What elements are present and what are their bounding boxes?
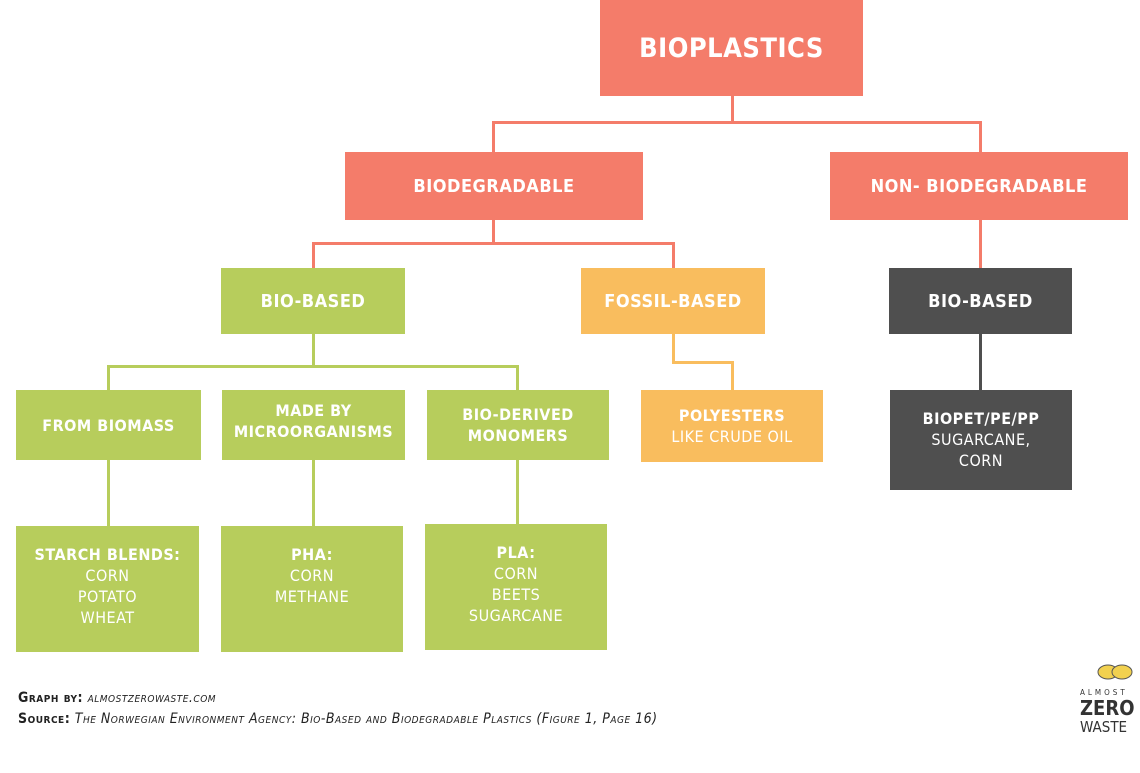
node-label: PHA: (291, 545, 333, 564)
node-label: SUGARCANE, (931, 430, 1031, 449)
node-non-biodegradable: NON- BIODEGRADABLE (830, 152, 1128, 220)
node-bio-based: BIO-BASED (221, 268, 405, 334)
connector (731, 96, 734, 124)
connector (492, 121, 982, 124)
logo-text: WASTE (1080, 718, 1128, 736)
connector (672, 242, 675, 268)
connector (979, 220, 982, 268)
connector (107, 365, 519, 368)
node-label: BIO-DERIVED (462, 405, 574, 424)
node-label: BIO-BASED (928, 290, 1033, 312)
graph-credit-label: Graph by: (18, 690, 84, 706)
connector (492, 220, 495, 244)
node-from-biomass: FROM BIOMASS (16, 390, 201, 460)
node-label: BEETS (491, 585, 541, 604)
node-bio-derived-monomers: BIO-DERIVED MONOMERS (427, 390, 609, 460)
node-label: MONOMERS (467, 426, 569, 445)
node-non-bio-based: BIO-BASED (889, 268, 1072, 334)
connector (312, 242, 675, 245)
node-label: METHANE (274, 587, 350, 606)
node-label: FROM BIOMASS (42, 415, 175, 435)
node-microorganisms: MADE BY MICROORGANISMS (222, 390, 405, 460)
node-label: LIKE CRUDE OIL (671, 427, 793, 446)
node-label: CORN (85, 566, 130, 585)
source-label: Source: (18, 711, 71, 727)
banana-icon (1097, 664, 1133, 680)
connector (107, 365, 110, 390)
node-label: CORN (289, 566, 335, 585)
node-label: SUGARCANE (468, 606, 564, 625)
node-biopet: BIOPET/PE/PP SUGARCANE, CORN (890, 390, 1072, 490)
node-label: MADE BY (275, 401, 352, 420)
node-label: STARCH BLENDS: (34, 545, 181, 564)
node-pla: PLA: CORN BEETS SUGARCANE (425, 524, 607, 650)
connector (107, 460, 110, 526)
logo: ALMOST ZERO WASTE (1080, 656, 1140, 736)
connector (731, 361, 734, 390)
node-label: BIOPET/PE/PP (922, 409, 1040, 428)
node-pha: PHA: CORN METHANE (221, 526, 403, 652)
connector (312, 334, 315, 367)
connector (516, 365, 519, 390)
node-label: NON- BIODEGRADABLE (870, 175, 1088, 197)
logo-text: ZERO (1080, 696, 1135, 720)
connector (979, 121, 982, 152)
source-value: The Norwegian Environment Agency: Bio-Ba… (74, 711, 658, 727)
node-label: POLYESTERS (678, 406, 786, 425)
connector (312, 242, 315, 268)
node-biodegradable: BIODEGRADABLE (345, 152, 643, 220)
node-label: BIO-BASED (260, 290, 366, 312)
node-label: CORN (958, 451, 1004, 470)
node-bioplastics: BIOPLASTICS (600, 0, 863, 96)
node-label: WHEAT (80, 608, 135, 627)
node-label: MICROORGANISMS (233, 422, 394, 441)
source-credit: Source: The Norwegian Environment Agency… (18, 711, 658, 727)
connector (672, 361, 734, 364)
node-polyesters: POLYESTERS LIKE CRUDE OIL (641, 390, 823, 462)
connector (312, 460, 315, 526)
node-label: BIOPLASTICS (639, 32, 824, 64)
node-label: FOSSIL-BASED (604, 290, 742, 312)
node-label: BIODEGRADABLE (413, 175, 575, 197)
graph-credit-value: almostzerowaste.com (87, 690, 217, 706)
logo-text: ALMOST (1080, 688, 1128, 697)
node-label: CORN (493, 564, 539, 583)
node-label: PLA: (496, 543, 536, 562)
connector (979, 334, 982, 390)
connector (516, 460, 519, 524)
node-starch-blends: STARCH BLENDS: CORN POTATO WHEAT (16, 526, 199, 652)
connector (492, 121, 495, 152)
node-label: POTATO (77, 587, 138, 606)
connector (672, 334, 675, 363)
node-fossil-based: FOSSIL-BASED (581, 268, 765, 334)
graph-credit: Graph by: almostzerowaste.com (18, 690, 216, 706)
